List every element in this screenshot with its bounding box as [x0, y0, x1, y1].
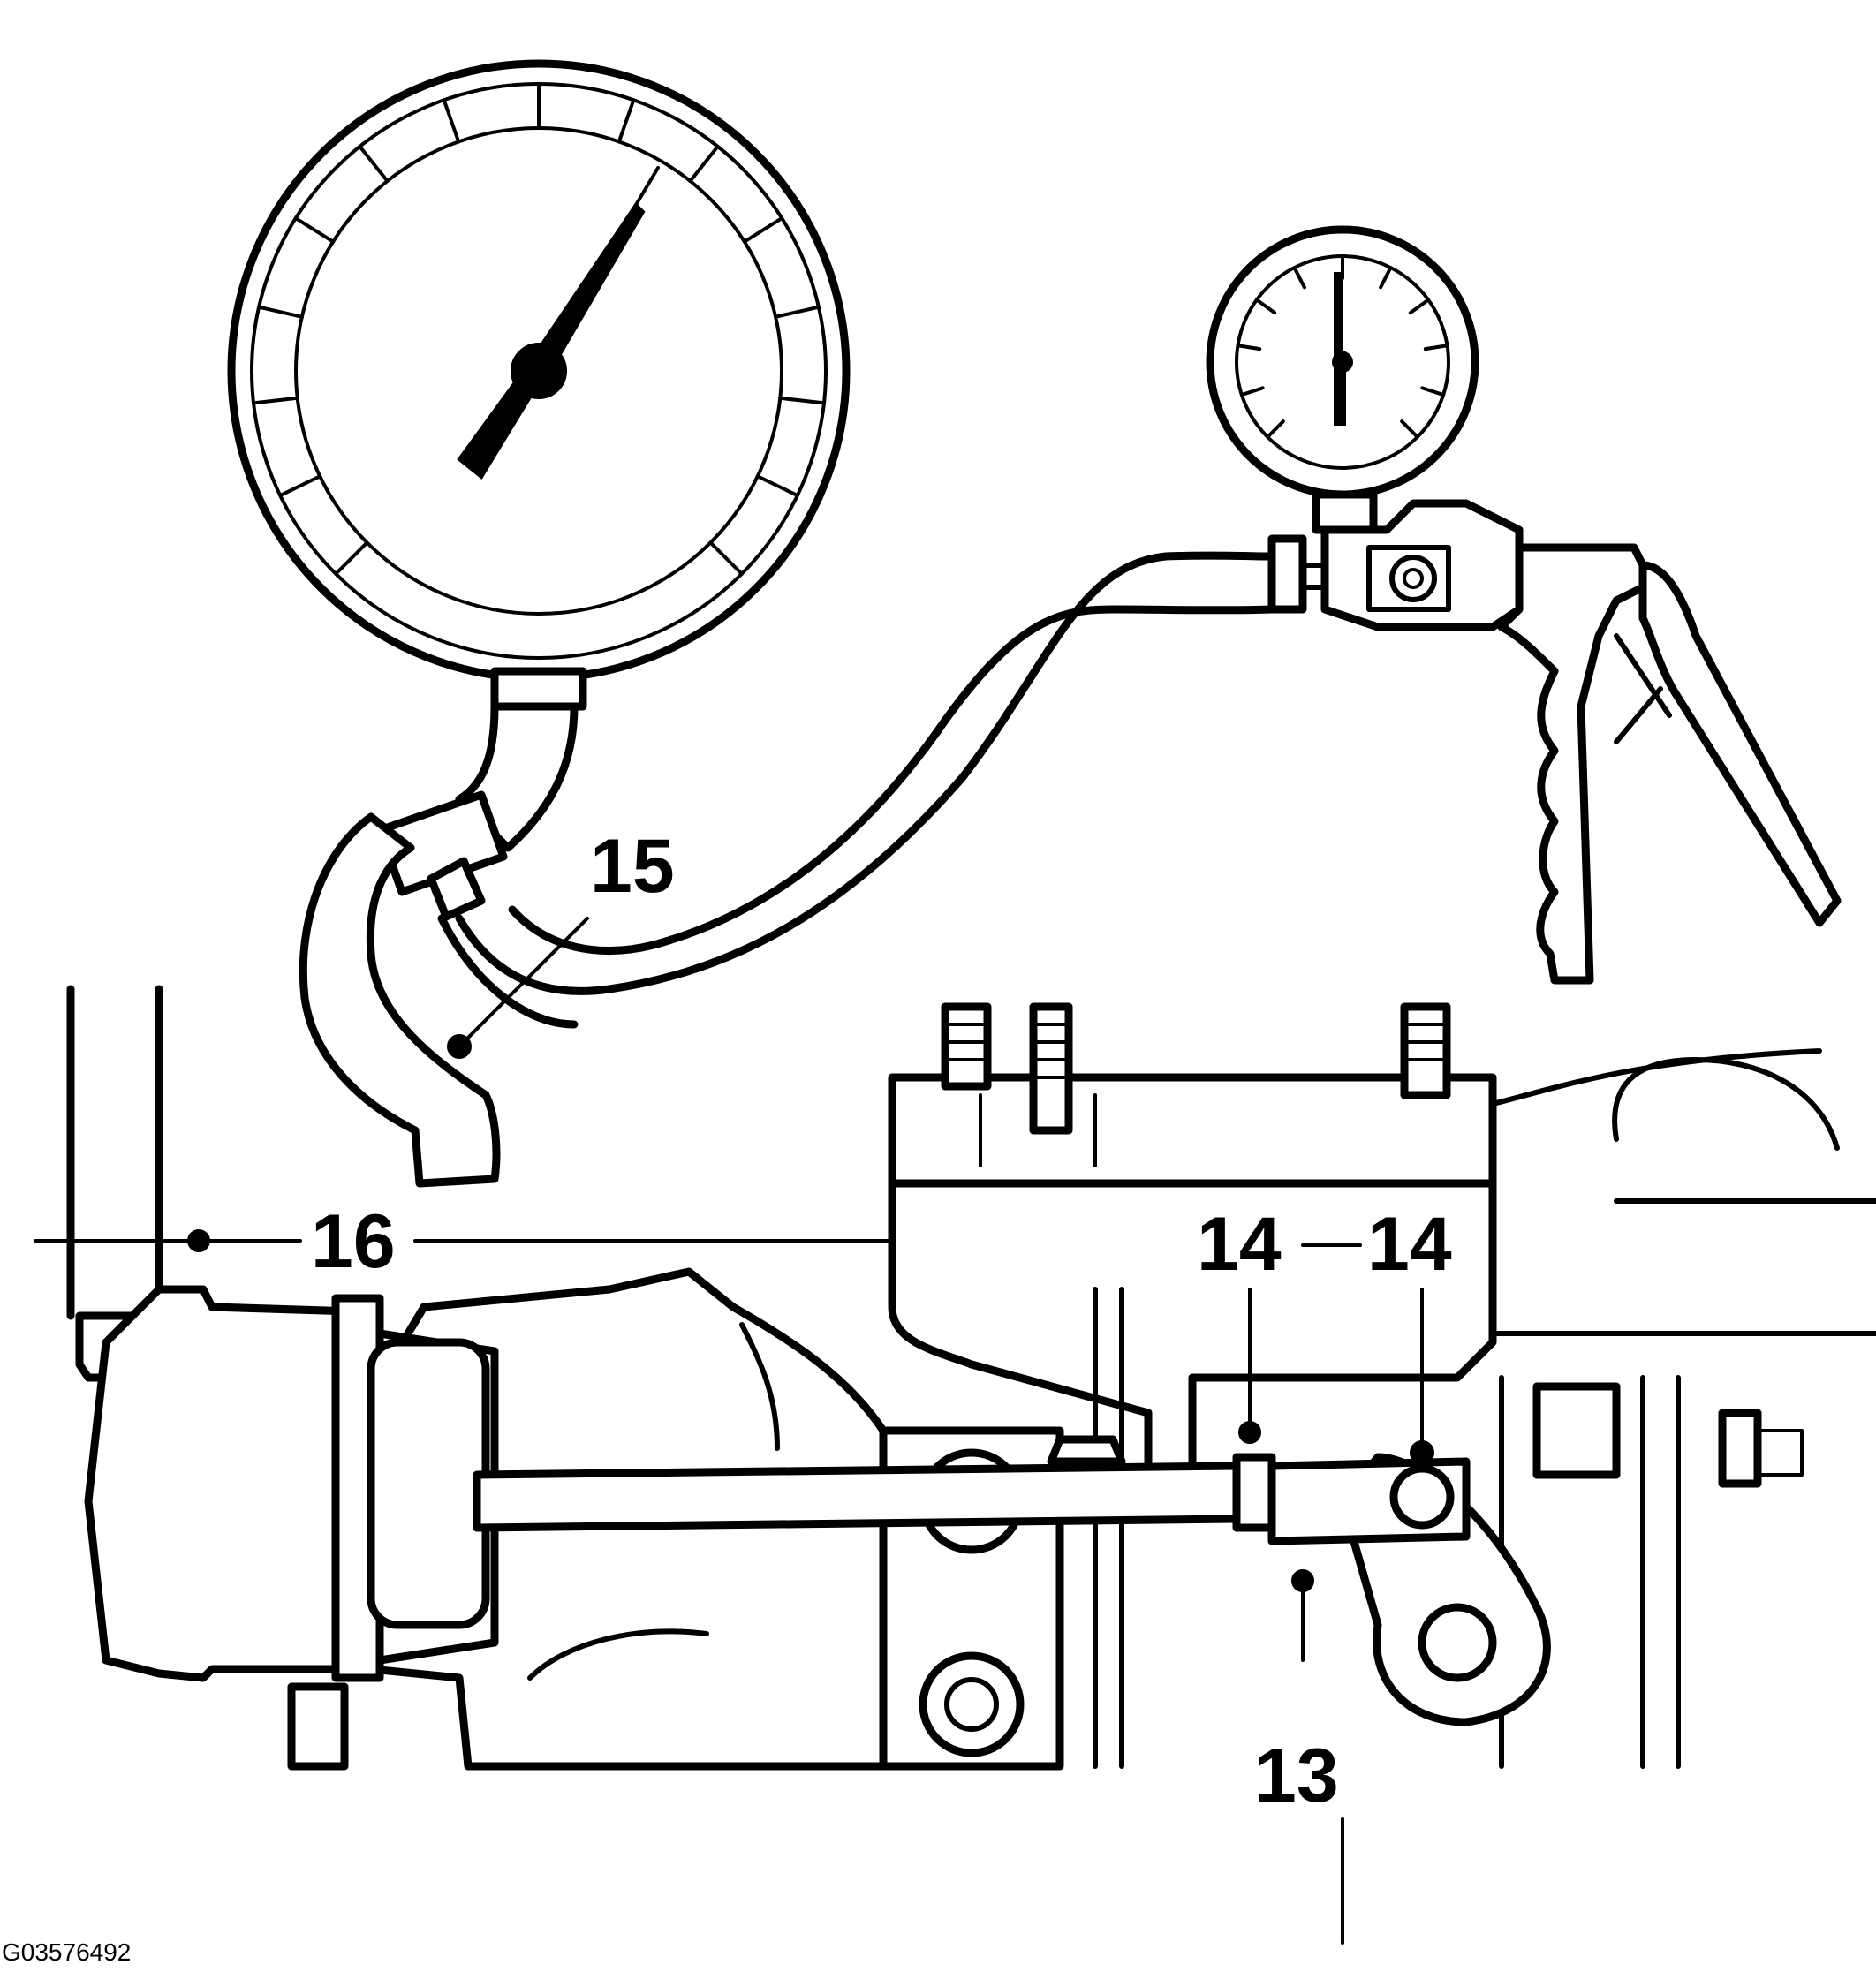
stud-right [1400, 1002, 1451, 1099]
small-gauge-tick [1292, 266, 1306, 290]
callout-leaders [34, 917, 1434, 1945]
figure-id-code: G03576492 [2, 1938, 131, 1966]
gauge-tick [358, 144, 390, 183]
callout-14-left: 14 [1197, 1202, 1282, 1287]
stud-middle [1029, 1002, 1073, 1135]
gauge-tick [742, 216, 784, 244]
vacuum-hose [455, 551, 1276, 995]
gauge-tick [774, 305, 821, 319]
gauge-hose-tee [299, 702, 579, 1188]
small-gauge-tick [1266, 419, 1285, 439]
callout-14-right: 14 [1367, 1202, 1452, 1287]
callout-15: 15 [590, 824, 675, 909]
small-gauge-tick [1379, 266, 1393, 290]
small-gauge-tick [1400, 419, 1419, 439]
turbocharger-icon [287, 1002, 1876, 1771]
actuator-icon [66, 985, 499, 1682]
gauge-tick [334, 540, 369, 576]
small-gauge-tick [1239, 386, 1265, 397]
actuator-rod [473, 1435, 1471, 1545]
gauge-tick [293, 216, 336, 244]
gauge-tick [617, 98, 636, 144]
gauge-tick [688, 144, 720, 183]
small-gauge-tick [1254, 298, 1277, 315]
hand-vacuum-pump-icon [1206, 225, 1842, 985]
small-gauge-tick [1423, 344, 1449, 351]
gauge-tick [442, 98, 461, 144]
gauge-tick [708, 540, 744, 576]
small-gauge-tick [1236, 344, 1262, 351]
small-gauge-tick [1408, 298, 1431, 315]
pressure-gauge-icon [227, 59, 851, 711]
gauge-tick [755, 474, 799, 498]
stud-left [941, 1002, 992, 1091]
callout-16: 16 [311, 1199, 396, 1284]
callout-13: 13 [1254, 1734, 1339, 1818]
gauge-tick [778, 396, 826, 405]
small-gauge-tick [1420, 386, 1446, 397]
gauge-tick [257, 305, 304, 319]
gauge-tick [252, 396, 299, 405]
gauge-tick [278, 474, 322, 498]
